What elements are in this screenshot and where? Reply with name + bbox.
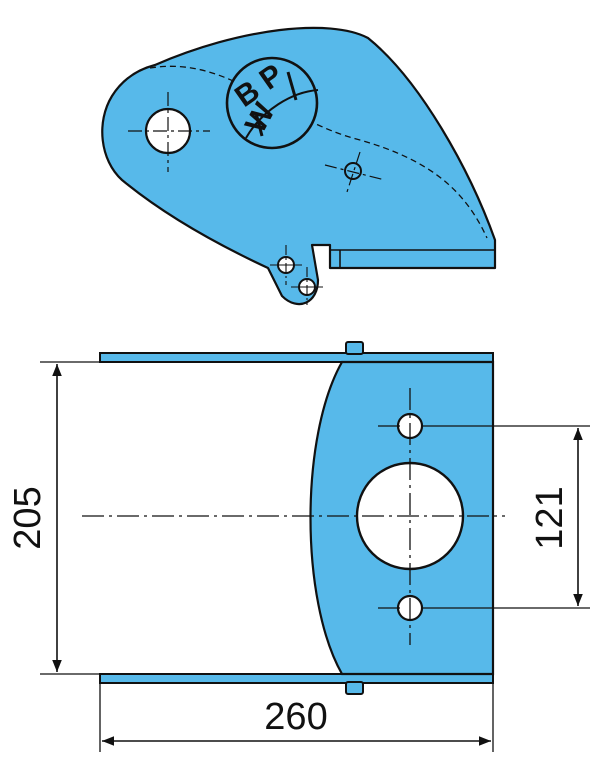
bottom-flange — [99, 673, 494, 684]
top-tab — [345, 341, 364, 355]
bracket-side-profile — [101, 26, 497, 306]
front-view: 205 121 260 — [7, 341, 590, 752]
bpw-logo: B P W — [225, 56, 319, 150]
top-flange — [99, 352, 494, 363]
dim-hole-spacing-label: 121 — [529, 486, 571, 549]
logo-bar-left — [254, 112, 264, 137]
bottom-tab — [345, 681, 364, 695]
pivot-centerline-a — [324, 164, 386, 181]
dim-width-label: 260 — [264, 696, 327, 738]
logo-bar-right — [286, 71, 298, 101]
side-view: B P W — [101, 26, 497, 306]
pivot-hole — [344, 162, 362, 180]
pivot-centerline-b — [346, 151, 361, 193]
logo-arc — [245, 89, 319, 139]
dim-height-label: 205 — [7, 486, 49, 549]
logo-circle — [225, 56, 319, 150]
hidden-line — [149, 65, 488, 239]
